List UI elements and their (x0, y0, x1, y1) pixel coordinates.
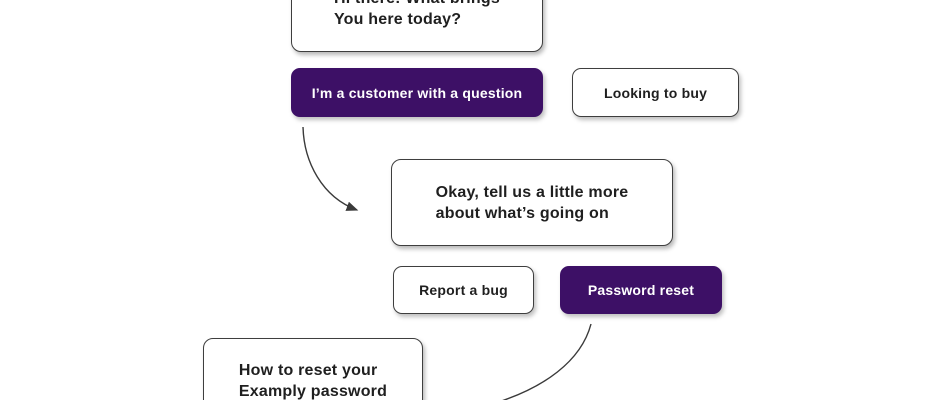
connector-reset-to-article-arrow (501, 323, 592, 400)
bot-message-more-info: Okay, tell us a little more about what’s… (391, 159, 673, 246)
bot-message-greeting-text: Hi there! What brings You here today? (334, 0, 500, 28)
choice-button-report-a-bug[interactable]: Report a bug (393, 266, 534, 314)
connector-customer-to-moreinfo-arrow (302, 126, 359, 211)
bot-message-reset-article-text: How to reset your Examply password (238, 362, 388, 400)
choice-button-looking-to-buy[interactable]: Looking to buy (572, 68, 739, 117)
bot-message-more-info-text: Okay, tell us a little more about what’s… (435, 183, 629, 222)
bot-message-reset-article: How to reset your Examply password (203, 338, 423, 400)
bot-message-greeting: Hi there! What brings You here today? (291, 0, 543, 52)
choice-button-customer-question[interactable]: I’m a customer with a question (291, 68, 543, 117)
choice-button-password-reset[interactable]: Password reset (560, 266, 722, 314)
